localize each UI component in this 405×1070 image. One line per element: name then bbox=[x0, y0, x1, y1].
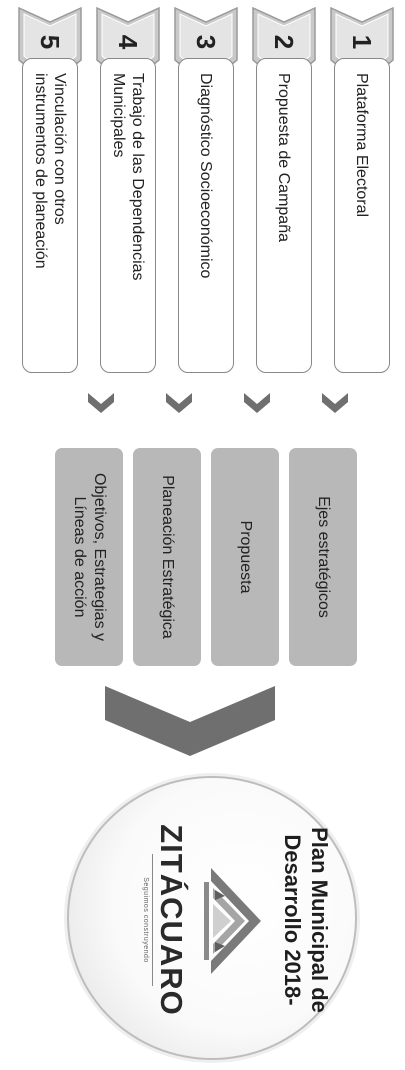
plan-title-line-1: Plan Municipal de bbox=[307, 827, 332, 1013]
chevron-right-icon bbox=[244, 393, 270, 413]
outcome-label-line: Líneas de acción bbox=[71, 496, 88, 618]
source-label-line: Vinculación con otros bbox=[51, 73, 68, 225]
outcome-label-line: Planeación Estratégica bbox=[159, 475, 176, 639]
source-box-2: Propuesta de Campaña bbox=[256, 58, 312, 373]
source-box-3: Diagnóstico Socioeconómico bbox=[178, 58, 234, 373]
outcome-box-1: Ejes estratégicos bbox=[289, 448, 357, 666]
plan-title: Plan Municipal de Desarrollo 2018- bbox=[279, 778, 333, 1062]
source-label-line: Propuesta de Campaña bbox=[275, 73, 293, 242]
chevron-right-icon bbox=[166, 393, 192, 413]
source-label-line: Plataforma Electoral bbox=[353, 73, 371, 218]
outcome-label-line: Objetivos, Estrategias y bbox=[91, 472, 108, 642]
logo-rule bbox=[152, 854, 153, 986]
logo-wordmark: ZITÁCUARO bbox=[154, 824, 189, 1016]
plan-title-line-2: Desarrollo 2018- bbox=[280, 834, 305, 1006]
source-label-line: Diagnóstico Socioeconómico bbox=[197, 73, 215, 279]
big-chevron-icon bbox=[105, 686, 275, 756]
outcome-label-line: Ejes estratégicos bbox=[315, 496, 332, 618]
outcome-box-3: Planeación Estratégica bbox=[133, 448, 201, 666]
outcome-box-2: Propuesta bbox=[211, 448, 279, 666]
logo-tagline: Seguimos construyendo bbox=[142, 877, 149, 963]
zitacuaro-logo-icon bbox=[193, 866, 263, 976]
source-box-1: Plataforma Electoral bbox=[334, 58, 390, 373]
plan-circle: Plan Municipal de Desarrollo 2018- ZITÁC… bbox=[67, 776, 357, 1060]
source-label-line: Trabajo de las Dependencias bbox=[129, 73, 146, 281]
chevron-right-icon bbox=[322, 393, 348, 413]
source-label-line: Municipales bbox=[110, 73, 127, 158]
chevron-right-icon bbox=[88, 393, 114, 413]
source-label-line: instrumentos de planeación bbox=[32, 73, 49, 269]
outcome-label-line: Propuesta bbox=[237, 520, 254, 594]
